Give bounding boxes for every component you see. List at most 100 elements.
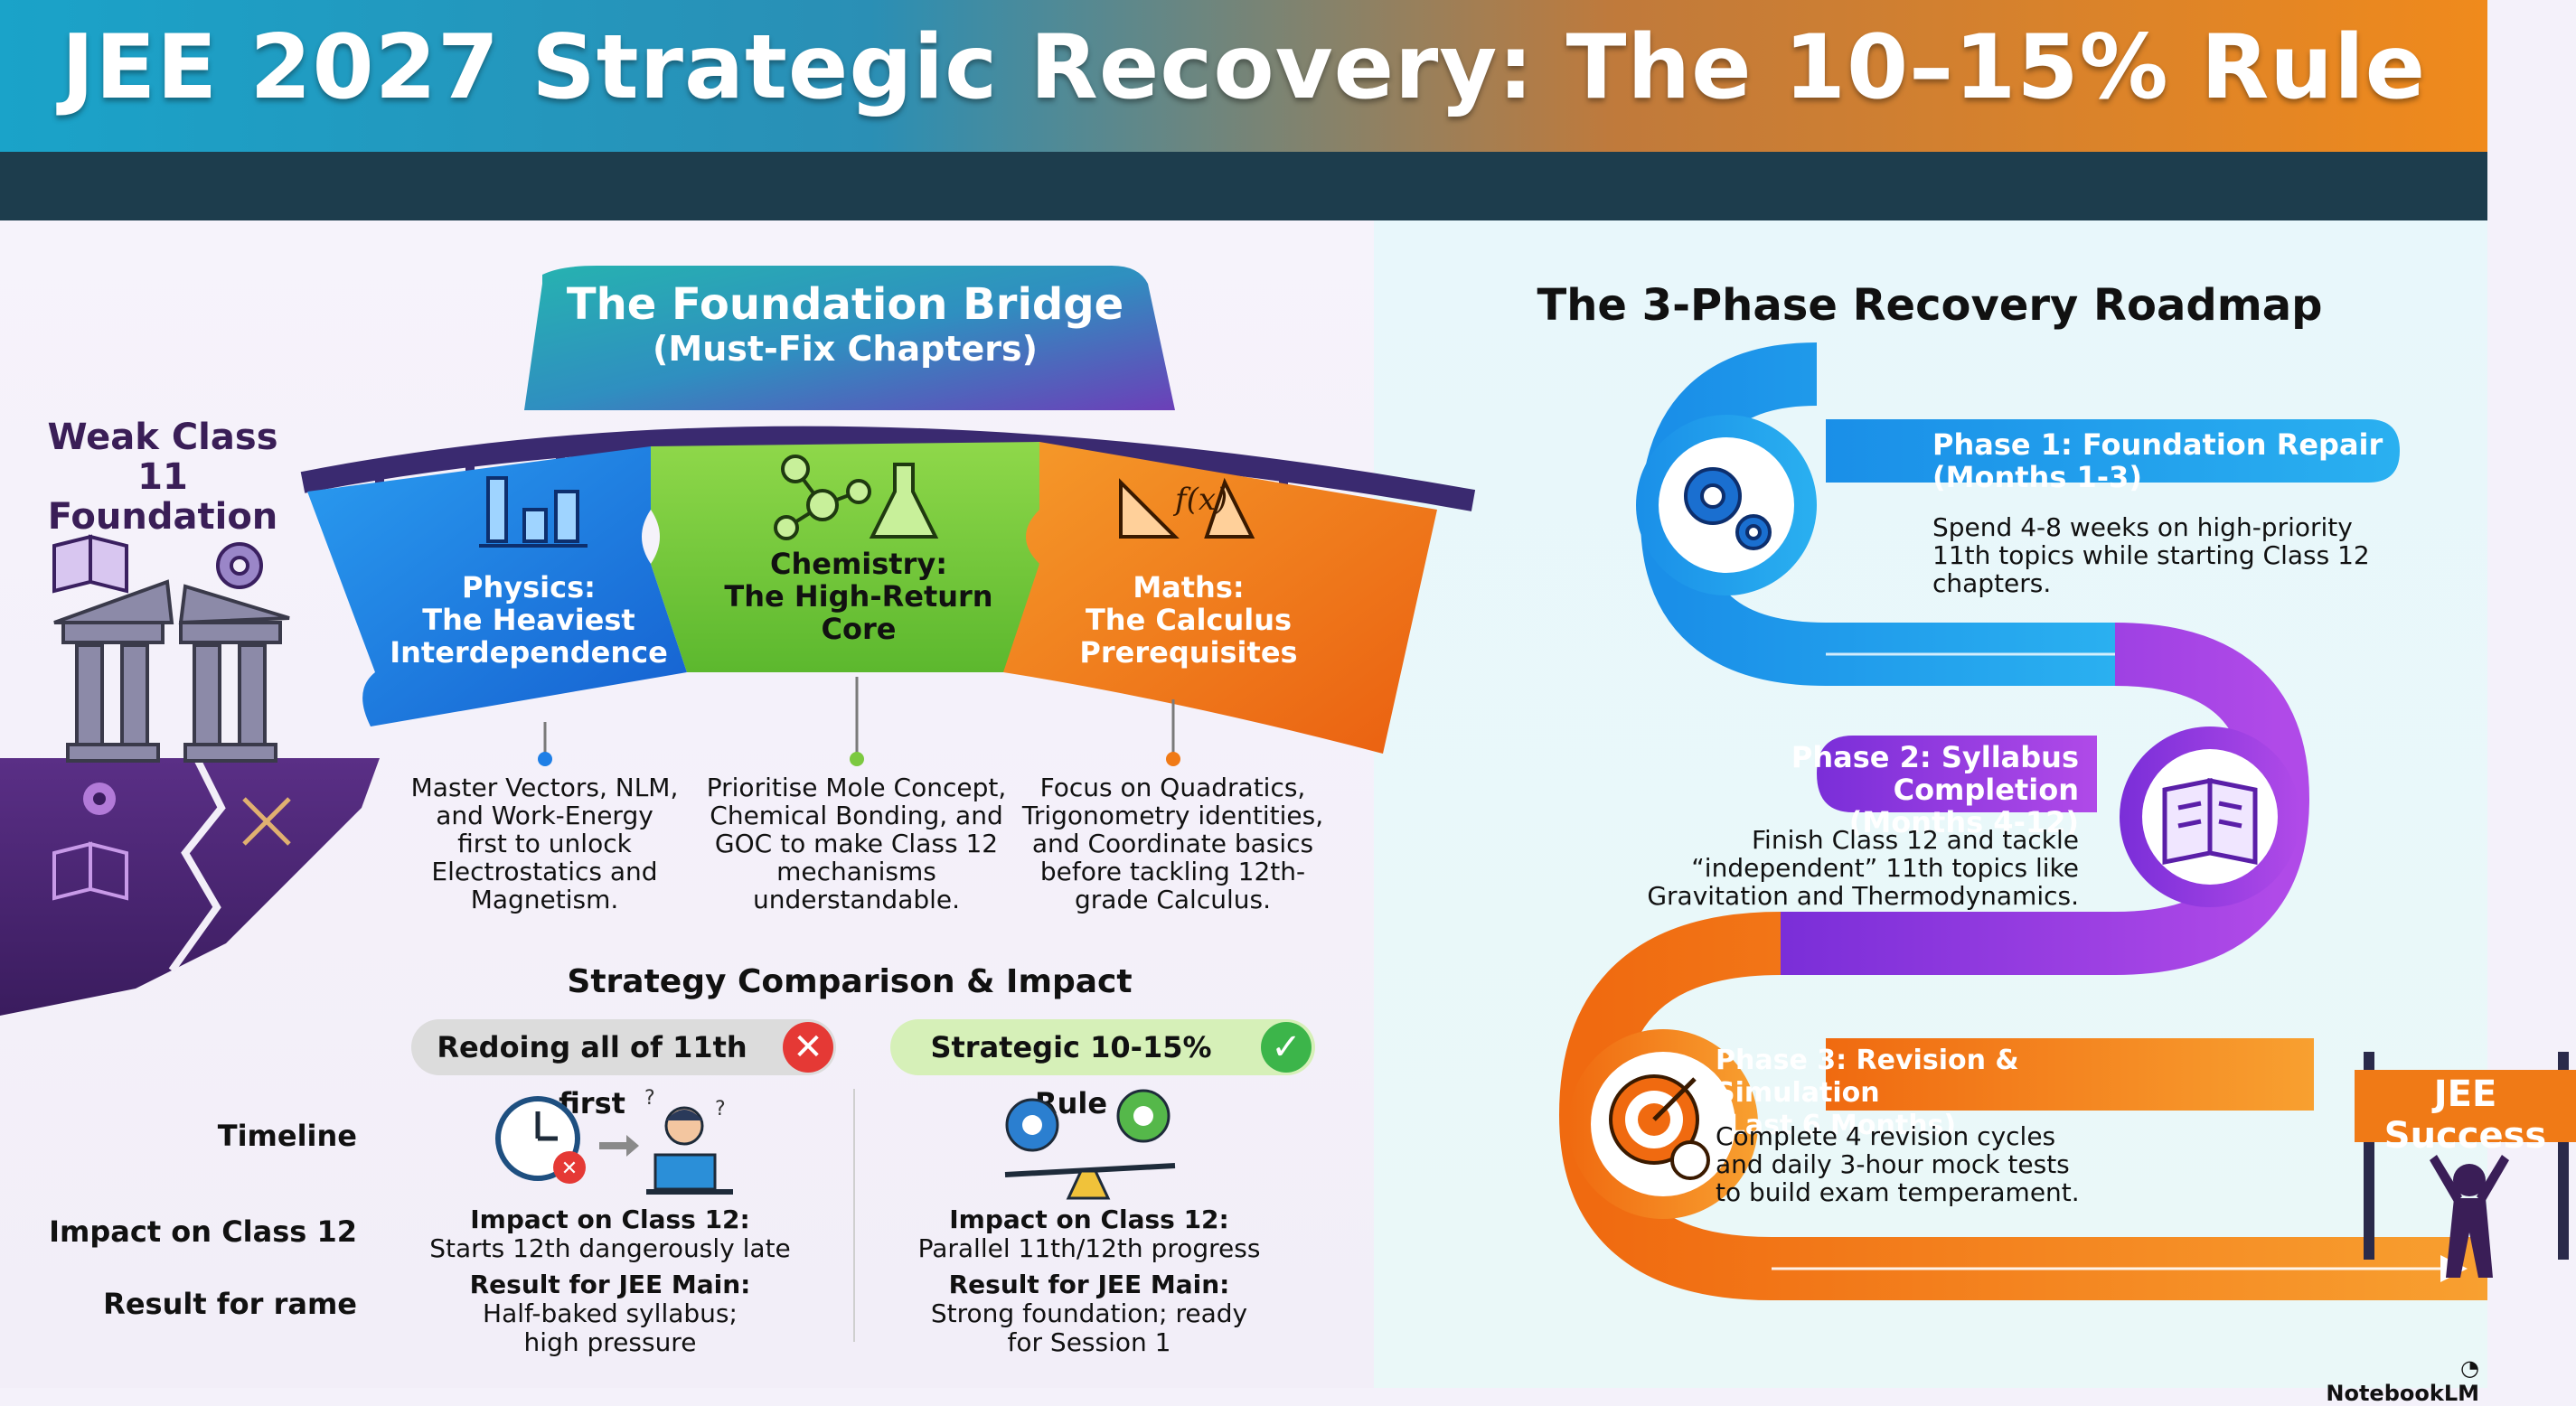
phase1-title: Phase 1: Foundation Repair (Months 1-3) xyxy=(1932,428,2421,493)
desc-line: and Coordinate basics xyxy=(1031,829,1314,858)
bad-result-text: high pressure xyxy=(523,1327,697,1357)
desc-line: Chemical Bonding, and xyxy=(710,801,1003,830)
phase1-desc-line: 11th topics while starting Class 12 xyxy=(1932,540,2370,570)
phase3-desc-line: Complete 4 revision cycles xyxy=(1716,1121,2056,1151)
cliff-tools-icon xyxy=(242,797,291,846)
bridge-title: The Foundation Bridge xyxy=(566,279,1124,330)
phase2-title-l2: (Months 4-12) xyxy=(1848,805,2079,839)
chemistry-molecule-icon xyxy=(774,455,939,540)
desc-line: and Work-Energy xyxy=(436,801,653,830)
good-result-heading: Result for JEE Main: xyxy=(948,1270,1230,1299)
row-label-impact: Impact on Class 12 xyxy=(49,1214,357,1249)
phase1-desc-line: chapters. xyxy=(1932,568,2052,598)
physics-piece xyxy=(307,446,687,726)
maths-label-l1: Maths: xyxy=(1133,570,1245,605)
good-strategy-pill: Strategic 10-15% Rule xyxy=(890,1019,1315,1120)
desc-line: Trigonometry identities, xyxy=(1021,801,1324,830)
chemistry-description: Prioritise Mole Concept, Chemical Bondin… xyxy=(700,773,1012,914)
target-stopwatch-icon xyxy=(1609,1074,1710,1180)
finish-banner xyxy=(2355,1070,2576,1142)
phase2-desc-line: “independent” 11th topics like xyxy=(1691,853,2079,883)
phase1-desc-line: Spend 4-8 weeks on high-priority xyxy=(1932,512,2353,542)
maths-geometry-icon: f(x) xyxy=(1119,477,1255,539)
physics-spring-icon xyxy=(479,476,588,548)
physics-label-l3: Interdependence xyxy=(390,635,668,670)
cliff-book-icon xyxy=(52,841,128,901)
open-book-phase-icon xyxy=(2162,777,2258,866)
phase3-title-l1: Phase 3: Revision & Simulation xyxy=(1716,1045,2019,1109)
roadmap-title: The 3-Phase Recovery Roadmap xyxy=(1537,280,2323,331)
phase3-banner xyxy=(1826,1038,2314,1111)
desc-line: understandable. xyxy=(752,885,961,914)
chemistry-label-l1: Chemistry: xyxy=(769,547,948,581)
phase3-description: Complete 4 revision cycles and daily 3-h… xyxy=(1716,1122,2149,1206)
celebrating-person-icon xyxy=(2430,1155,2509,1278)
x-mark-icon: ✕ xyxy=(783,1022,833,1073)
maths-description: Focus on Quadratics, Trigonometry identi… xyxy=(1017,773,1329,914)
brand-label: ◔ NotebookLM xyxy=(2303,1355,2479,1406)
good-impact-heading: Impact on Class 12: xyxy=(949,1204,1229,1234)
row-label-timeline: Timeline xyxy=(217,1119,357,1153)
bridge-subtitle: (Must-Fix Chapters) xyxy=(653,329,1038,369)
good-result-text: for Session 1 xyxy=(1007,1327,1171,1357)
physics-label-l1: Physics: xyxy=(462,570,596,605)
desc-line: GOC to make Class 12 xyxy=(714,829,999,858)
jee-success-label: JEE Success xyxy=(2383,1073,2547,1157)
phase3-desc-line: and daily 3-hour mock tests xyxy=(1716,1149,2070,1179)
good-result-cell: Result for JEE Main: Strong foundation; … xyxy=(890,1270,1288,1357)
phase2-title: Phase 2: Syllabus Completion (Months 4-1… xyxy=(1600,741,2079,839)
desc-line: grade Calculus. xyxy=(1075,885,1271,914)
header-subband xyxy=(0,152,2487,220)
desc-line: Prioritise Mole Concept, xyxy=(706,773,1007,802)
maths-dot xyxy=(1166,752,1180,766)
header-banner xyxy=(0,0,2487,152)
bad-result-text: Half-baked syllabus; xyxy=(483,1298,738,1328)
weak-label-line1: Weak Class 11 xyxy=(47,417,278,498)
bad-impact-cell: Impact on Class 12: Starts 12th dangerou… xyxy=(411,1205,809,1263)
good-result-text: Strong foundation; ready xyxy=(930,1298,1248,1328)
desc-line: Focus on Quadratics, xyxy=(1039,773,1306,802)
bad-result-cell: Result for JEE Main: Half-baked syllabus… xyxy=(411,1270,809,1357)
bad-result-heading: Result for JEE Main: xyxy=(469,1270,751,1299)
physics-description: Master Vectors, NLM, and Work-Energy fir… xyxy=(398,773,691,914)
physics-label-l2: The Heaviest xyxy=(422,603,635,637)
piece-connectors xyxy=(543,677,1175,758)
brand-text: NotebookLM xyxy=(2326,1381,2479,1406)
chemistry-label-l2: The High-Return xyxy=(724,579,993,614)
open-book-icon xyxy=(52,534,128,594)
maths-label-l3: Prerequisites xyxy=(1079,635,1298,670)
maths-piece xyxy=(1003,442,1437,754)
phase3-desc-line: to build exam temperament. xyxy=(1716,1177,2080,1207)
page-title: JEE 2027 Strategic Recovery: The 10–15% … xyxy=(61,16,2427,119)
gear-icon xyxy=(216,542,263,589)
roadmap-path xyxy=(1558,342,2576,1300)
bad-impact-text: Starts 12th dangerously late xyxy=(429,1233,791,1263)
gears-wrench-icon xyxy=(1684,467,1772,550)
phase3-title: Phase 3: Revision & Simulation (Last 6 M… xyxy=(1716,1045,2140,1142)
cliff-gear-icon xyxy=(83,783,116,815)
svg-text:f(x): f(x) xyxy=(1172,482,1227,518)
phase1-banner xyxy=(1826,419,2400,483)
good-impact-text: Parallel 11th/12th progress xyxy=(917,1233,1261,1263)
phase1-title-l2: (Months 1-3) xyxy=(1932,460,2142,494)
broken-pillar-icon xyxy=(53,579,290,763)
svg-text:?: ? xyxy=(715,1098,726,1120)
bridge-title-cap xyxy=(524,266,1175,410)
notebook-logo-icon: ◔ xyxy=(2460,1355,2479,1381)
phase2-desc-line: Gravitation and Thermodynamics. xyxy=(1647,881,2079,911)
desc-line: Electrostatics and xyxy=(431,857,658,886)
bad-impact-heading: Impact on Class 12: xyxy=(470,1204,750,1234)
desc-line: Magnetism. xyxy=(470,885,619,914)
row-label-result: Result for rame xyxy=(103,1287,357,1321)
comparison-title: Strategy Comparison & Impact xyxy=(567,963,1133,1000)
balance-gears-icon xyxy=(1004,1089,1176,1200)
phase1-title-l1: Phase 1: Foundation Repair xyxy=(1932,427,2383,462)
physics-label: Physics: The Heaviest Interdependence xyxy=(389,571,669,669)
desc-line: before tackling 12th- xyxy=(1039,857,1306,886)
bad-strategy-pill: Redoing all of 11th first xyxy=(411,1019,836,1120)
chemistry-label: Chemistry: The High-Return Core xyxy=(714,548,1003,645)
maths-label-l2: The Calculus xyxy=(1085,603,1293,637)
bridge-arch xyxy=(300,426,1476,511)
cliff-crack xyxy=(168,752,226,973)
good-impact-cell: Impact on Class 12: Parallel 11th/12th p… xyxy=(890,1205,1288,1263)
